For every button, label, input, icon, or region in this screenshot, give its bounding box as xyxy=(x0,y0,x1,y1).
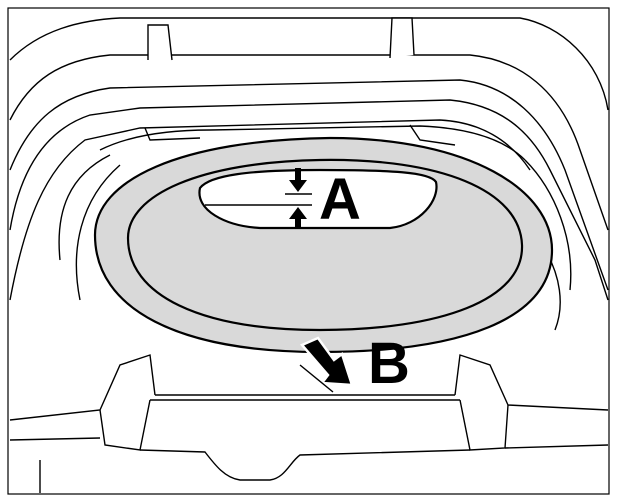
top-tabs xyxy=(147,17,415,61)
label-a: A xyxy=(319,167,361,232)
push-direction-arrow xyxy=(299,336,354,393)
label-b: B xyxy=(368,331,410,396)
body-contours xyxy=(9,17,609,301)
seal-opening xyxy=(198,168,438,230)
gap-a-arrows xyxy=(285,168,312,228)
recess-outline xyxy=(58,124,572,331)
bottom-bracket xyxy=(9,354,609,493)
